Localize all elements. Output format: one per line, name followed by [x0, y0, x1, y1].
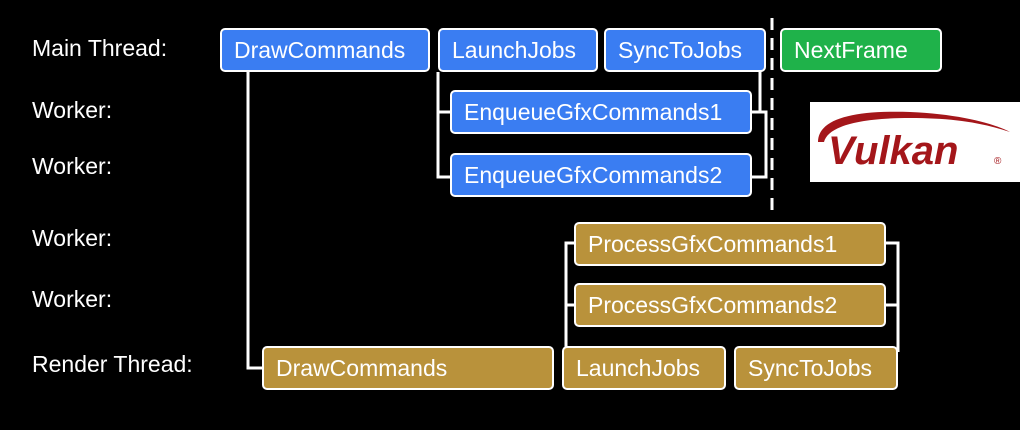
task-main-launch-jobs: LaunchJobs — [438, 28, 598, 72]
task-process-gfx-commands-1: ProcessGfxCommands1 — [574, 222, 886, 266]
row-label-worker: Worker: — [32, 153, 113, 179]
row-label-worker: Worker: — [32, 286, 113, 312]
connector-launch-jobs — [436, 72, 452, 179]
connector-process-join — [886, 241, 900, 352]
task-render-sync-to-jobs: SyncToJobs — [734, 346, 898, 390]
task-render-draw-commands: DrawCommands — [262, 346, 554, 390]
task-enqueue-gfx-commands-1: EnqueueGfxCommands1 — [450, 90, 752, 134]
row-label-worker: Worker: — [32, 225, 113, 251]
connector-render-launch-jobs — [564, 241, 576, 352]
row-label-main-thread: Main Thread: — [32, 35, 168, 61]
vulkan-logo-mark: Vulkan ® — [818, 111, 1010, 173]
connector-enqueue-join — [752, 110, 768, 179]
row-label-render-thread: Render Thread: — [32, 351, 193, 377]
task-render-launch-jobs: LaunchJobs — [562, 346, 726, 390]
task-next-frame: NextFrame — [780, 28, 942, 72]
vulkan-logo-text: Vulkan — [828, 129, 958, 173]
registered-mark: ® — [994, 156, 1002, 167]
task-process-gfx-commands-2: ProcessGfxCommands2 — [574, 283, 886, 327]
task-enqueue-gfx-commands-2: EnqueueGfxCommands2 — [450, 153, 752, 197]
vulkan-logo: Vulkan ® — [810, 102, 1020, 182]
task-main-draw-commands: DrawCommands — [220, 28, 430, 72]
task-main-sync-to-jobs: SyncToJobs — [604, 28, 766, 72]
row-label-worker: Worker: — [32, 97, 113, 123]
connector-draw-commands — [246, 72, 264, 370]
